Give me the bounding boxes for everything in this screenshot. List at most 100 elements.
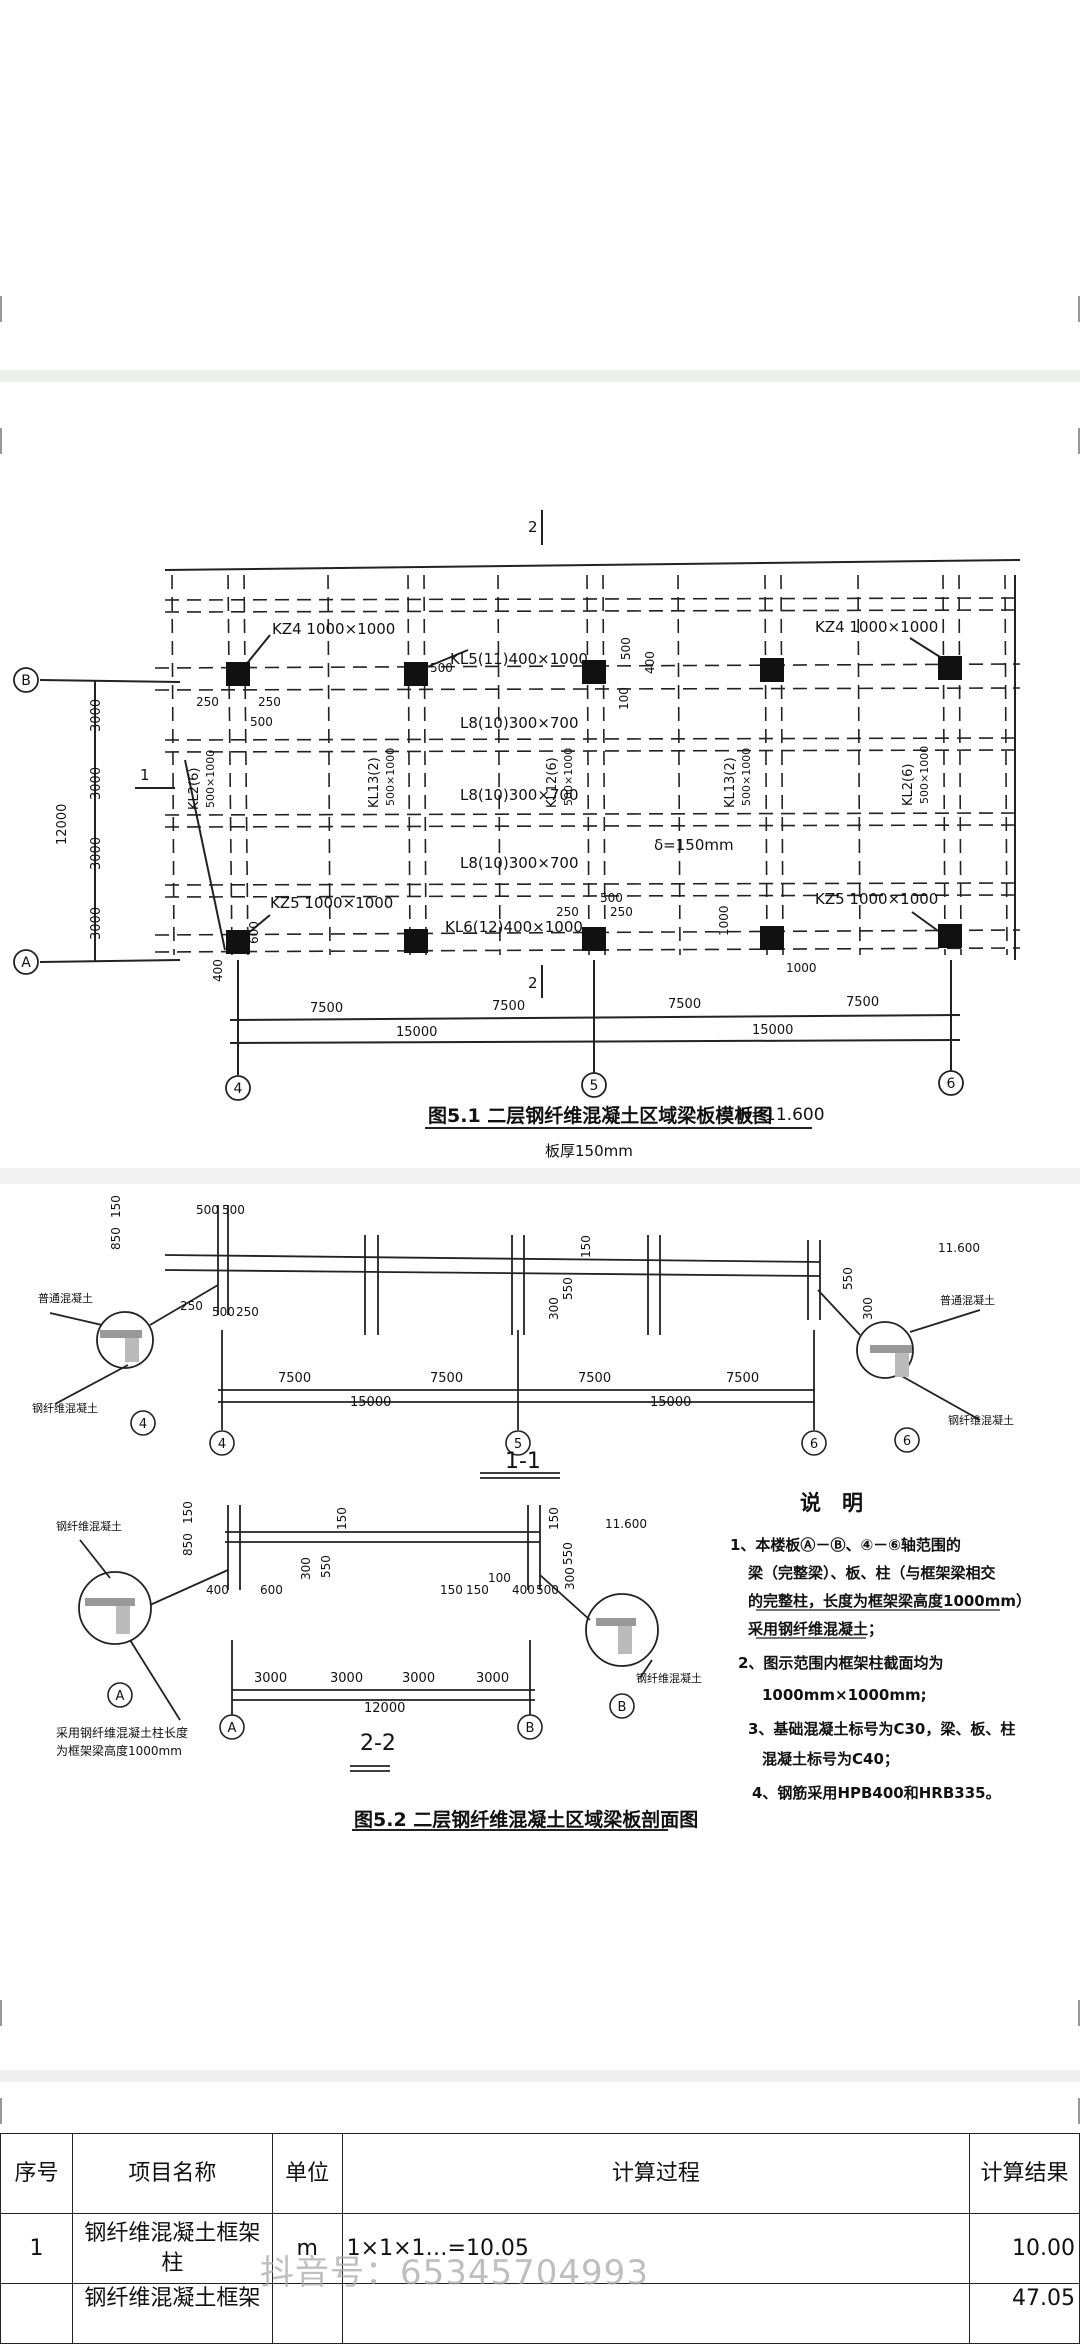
section-figure-title: 图5.2 二层钢纤维混凝土区域梁板剖面图 — [354, 1808, 698, 1831]
page-corner-mark — [0, 296, 12, 322]
s11-d550a: 550 — [561, 1277, 575, 1300]
s22-d150b: 150 — [335, 1507, 349, 1530]
cell-no — [0, 2283, 73, 2344]
dim-250a: 250 — [196, 695, 219, 709]
s11-axis-6: 6 — [810, 1437, 818, 1452]
s11-h7500b: 7500 — [430, 1371, 463, 1386]
section-2-mark-top: 2 — [528, 518, 538, 536]
page-corner-mark — [0, 428, 12, 454]
dim-100: 100 — [617, 687, 631, 710]
label-l8-2: L8(10)300×700 — [460, 786, 579, 804]
axis-6-label: 6 — [947, 1076, 956, 1092]
dim-v-3000d: 3000 — [89, 907, 104, 940]
label-kl5: KL5(11)400×1000 — [450, 650, 588, 668]
s11-d850: 850 — [109, 1227, 123, 1250]
page-corner-mark — [1068, 296, 1080, 322]
section-1-1-label: 1-1 — [505, 1449, 541, 1474]
s22-h3000c: 3000 — [402, 1671, 435, 1686]
s11-d150b: 150 — [579, 1235, 593, 1258]
s11-h7500d: 7500 — [726, 1371, 759, 1386]
s22-h3000b: 3000 — [330, 1671, 363, 1686]
cell-name: 钢纤维混凝土框架 — [71, 2283, 273, 2344]
s22-d400a: 400 — [206, 1583, 229, 1597]
s22-height-mark: 11.600 — [605, 1517, 647, 1531]
s22-d600: 600 — [260, 1583, 283, 1597]
notes-line-7: 3、基础混凝土标号为C30，梁、板、柱 — [748, 1720, 1015, 1738]
cell-calc — [341, 2283, 971, 2344]
header-unit: 单位 — [271, 2133, 343, 2214]
dim-250c: 250 — [556, 905, 579, 919]
section-2-2-label: 2-2 — [360, 1731, 396, 1756]
s22-d550b: 550 — [561, 1542, 575, 1565]
s11-d500c: 500 — [212, 1305, 235, 1319]
s11-d150a: 150 — [109, 1195, 123, 1218]
dim-250b: 250 — [258, 695, 281, 709]
s22-h3000d: 3000 — [476, 1671, 509, 1686]
table-row: 钢纤维混凝土框架 47.05 — [0, 2283, 1080, 2344]
dim-h-7500b: 7500 — [492, 999, 525, 1014]
dim-1000a: 1000 — [717, 905, 731, 936]
cell-result: 10.00 — [969, 2213, 1080, 2284]
s11-h15000b: 15000 — [650, 1395, 691, 1410]
plan-title: 图5.1 二层钢纤维混凝土区域梁板模板图 — [428, 1104, 772, 1127]
s22-h12000: 12000 — [364, 1701, 405, 1716]
table-header-row: 序号 项目名称 单位 计算过程 计算结果 — [0, 2133, 1080, 2214]
dim-h-15000a: 15000 — [396, 1025, 437, 1040]
cell-calc: 1×1×1…=10.05 — [341, 2213, 971, 2284]
s11-d500a: 500 — [196, 1203, 219, 1217]
s22-d300a: 300 — [299, 1557, 313, 1580]
s22-d400b: 400 — [512, 1583, 535, 1597]
notes-line-2: 梁（完整梁）、板、柱（与框架梁相交 — [747, 1564, 996, 1582]
page-corner-mark — [1068, 428, 1080, 454]
axis-5-label: 5 — [590, 1078, 599, 1094]
s22-axis-A: A — [228, 1721, 237, 1736]
s22-d100: 100 — [488, 1571, 511, 1585]
watermark-text: 抖音号：65345704993 — [260, 2253, 649, 2293]
plan-subtitle: 板厚150mm — [545, 1142, 633, 1160]
label-l8-1: L8(10)300×700 — [460, 714, 579, 732]
label-kl13-size: 500×1000 — [384, 748, 397, 806]
notes-heading: 说 明 — [800, 1491, 863, 1515]
dim-h-7500c: 7500 — [668, 997, 701, 1012]
label-kl13b-size: 500×1000 — [740, 748, 753, 806]
notes-line-6: 1000mm×1000mm; — [762, 1686, 927, 1704]
page-gap — [0, 2070, 1080, 2082]
s22-note-top: 钢纤维混凝土 — [56, 1519, 122, 1533]
dim-400b: 400 — [211, 959, 225, 982]
quantity-table: 序号 项目名称 单位 计算过程 计算结果 1 钢纤维混凝土框架柱 m 1×1×1… — [0, 2133, 1080, 2344]
s11-detail-4: 4 — [139, 1417, 147, 1432]
s11-axis-5: 5 — [514, 1437, 522, 1452]
header-no: 序号 — [0, 2133, 73, 2214]
dim-500a: 500 — [250, 715, 273, 729]
label-kl13: KL13(2) — [367, 757, 382, 808]
label-kz4-left: KZ4 1000×1000 — [272, 620, 395, 638]
s11-note-right-top: 普通混凝土 — [940, 1293, 995, 1307]
notes-line-3: 的完整柱，长度为框架梁高度1000mm） — [748, 1592, 1031, 1610]
dim-500b: 500 — [430, 661, 453, 675]
label-kz5-right: KZ5 1000×1000 — [815, 890, 938, 908]
header-calc: 计算过程 — [341, 2133, 971, 2214]
s22-d500: 500 — [536, 1583, 559, 1597]
s22-d150d: 150 — [466, 1583, 489, 1597]
s22-d850: 850 — [181, 1533, 195, 1556]
header-name: 项目名称 — [71, 2133, 273, 2214]
s22-d150a: 150 — [181, 1501, 195, 1524]
dim-500c: 500 — [619, 637, 633, 660]
page-corner-mark — [0, 2000, 12, 2026]
label-slab-thickness: δ=150mm — [654, 836, 734, 854]
axis-A-label: A — [21, 955, 31, 971]
dim-250d: 250 — [610, 905, 633, 919]
label-kz4-right: KZ4 1000×1000 — [815, 618, 938, 636]
dim-400a: 400 — [643, 651, 657, 674]
s22-detail-B: B — [618, 1700, 627, 1715]
notes-line-4: 采用钢纤维混凝土； — [747, 1620, 883, 1638]
section-2-mark-bottom: 2 — [528, 974, 538, 992]
s22-detail-A: A — [116, 1689, 125, 1704]
label-kl12: KL12(6) — [545, 757, 560, 808]
section-1-mark: 1 — [140, 766, 150, 784]
s11-note-right-bottom: 钢纤维混凝土 — [948, 1413, 1014, 1427]
label-kl13b: KL13(2) — [723, 757, 738, 808]
label-kl-right: KL2(6) — [901, 764, 916, 806]
blank-page-top — [0, 0, 1080, 370]
page-corner-mark — [1068, 2000, 1080, 2026]
